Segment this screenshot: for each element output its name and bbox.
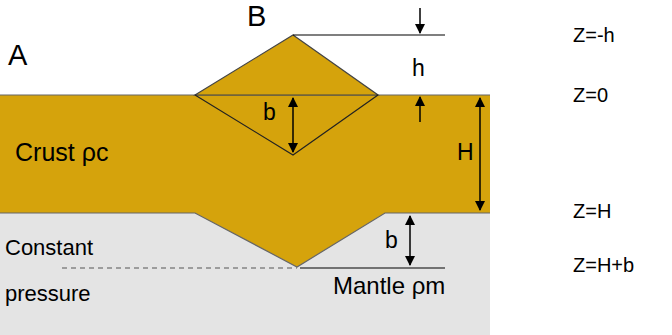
dimension-label: h xyxy=(412,56,425,81)
compensation-line xyxy=(62,267,297,268)
mantle-layer: Constant pressureMantle ρm xyxy=(0,213,490,335)
mountain-block xyxy=(195,35,378,95)
dimension-label: Z=H+b xyxy=(573,254,634,276)
layer-label: Mantle ρm xyxy=(333,273,445,299)
dimension-label: Z=-h xyxy=(573,24,615,46)
crust-layer: Crust ρc xyxy=(0,95,490,213)
dimension-label: H xyxy=(457,140,474,165)
dimension-label: Z=H xyxy=(573,200,611,222)
dimension-label: A xyxy=(8,40,27,72)
dimension-label: Z=0 xyxy=(573,84,608,106)
layer-label: Crust ρc xyxy=(15,139,108,167)
dimension-label: b xyxy=(385,228,398,253)
dimension-label: b xyxy=(263,100,276,125)
dimension-label: B xyxy=(247,1,266,33)
layer-label: Constant pressure xyxy=(5,225,100,317)
